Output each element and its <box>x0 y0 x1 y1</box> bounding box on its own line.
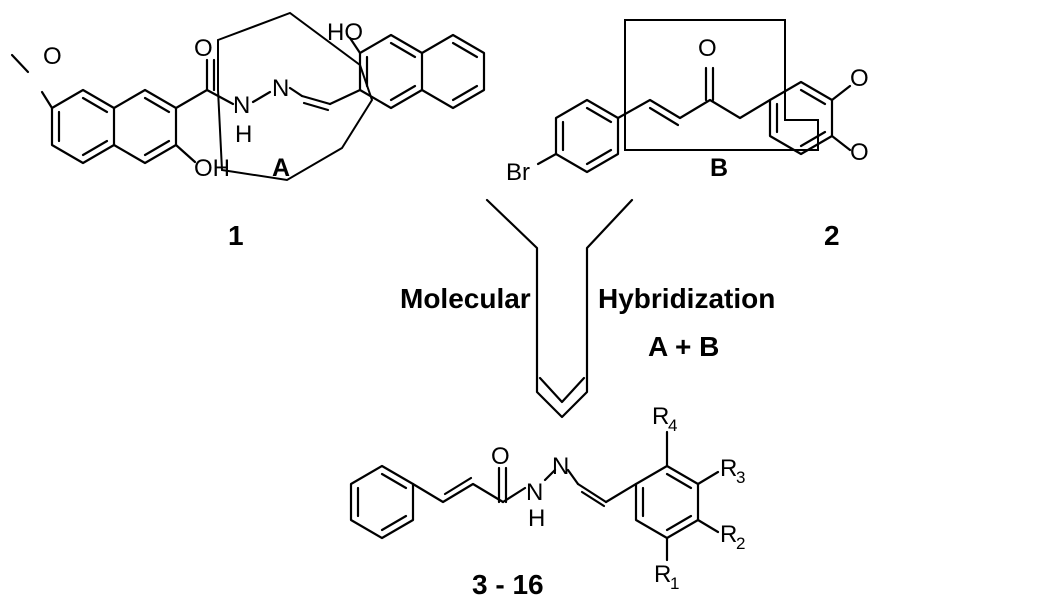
product-carbonyl-oxygen: O <box>491 443 510 470</box>
arrow-text-combination: A + B <box>648 331 719 362</box>
r2-subscript: 2 <box>736 534 745 553</box>
imine-nitrogen-1: N <box>272 75 289 102</box>
methoxy-oxygen: O <box>43 43 62 70</box>
r1-subscript: 1 <box>670 574 679 593</box>
product-amide-nitrogen: N <box>526 479 543 506</box>
amide-nitrogen-1: N <box>233 92 250 119</box>
compound-2-label: 2 <box>824 220 840 251</box>
product-amide-hydrogen: H <box>528 505 545 532</box>
compound-1: O O HO N H N OH A 1 <box>10 11 486 251</box>
r2-label: R <box>720 521 737 548</box>
hydroxy-bottom: OH <box>194 155 230 182</box>
dioxole-oxygen-1: O <box>850 65 869 92</box>
bromine: Br <box>506 159 530 186</box>
hybridization-arrow: Molecular Hybridization A + B <box>400 198 775 419</box>
carbonyl-oxygen-1: O <box>194 35 213 62</box>
fragment-label-a: A <box>272 154 290 182</box>
compound-1-label: 1 <box>228 220 244 251</box>
r3-label: R <box>720 455 737 482</box>
dioxole-oxygen-2: O <box>850 139 869 166</box>
compound-2: Br O O O B 2 <box>506 19 869 251</box>
r1-label: R <box>654 561 671 588</box>
amide-hydrogen-1: H <box>235 121 252 148</box>
product-imine-nitrogen: N <box>552 453 569 480</box>
hydroxy-top: HO <box>327 19 363 46</box>
product-label: 3 - 16 <box>472 569 544 600</box>
product-compound: O N H N R 4 R 3 R 2 R 1 3 - 16 <box>349 403 745 600</box>
r3-subscript: 3 <box>736 468 745 487</box>
arrow-text-left: Molecular <box>400 283 531 314</box>
r4-subscript: 4 <box>668 416 677 435</box>
arrow-text-right: Hybridization <box>598 283 775 314</box>
fragment-label-b: B <box>710 154 728 182</box>
r4-label: R <box>652 403 669 430</box>
carbonyl-oxygen-2: O <box>698 35 717 62</box>
